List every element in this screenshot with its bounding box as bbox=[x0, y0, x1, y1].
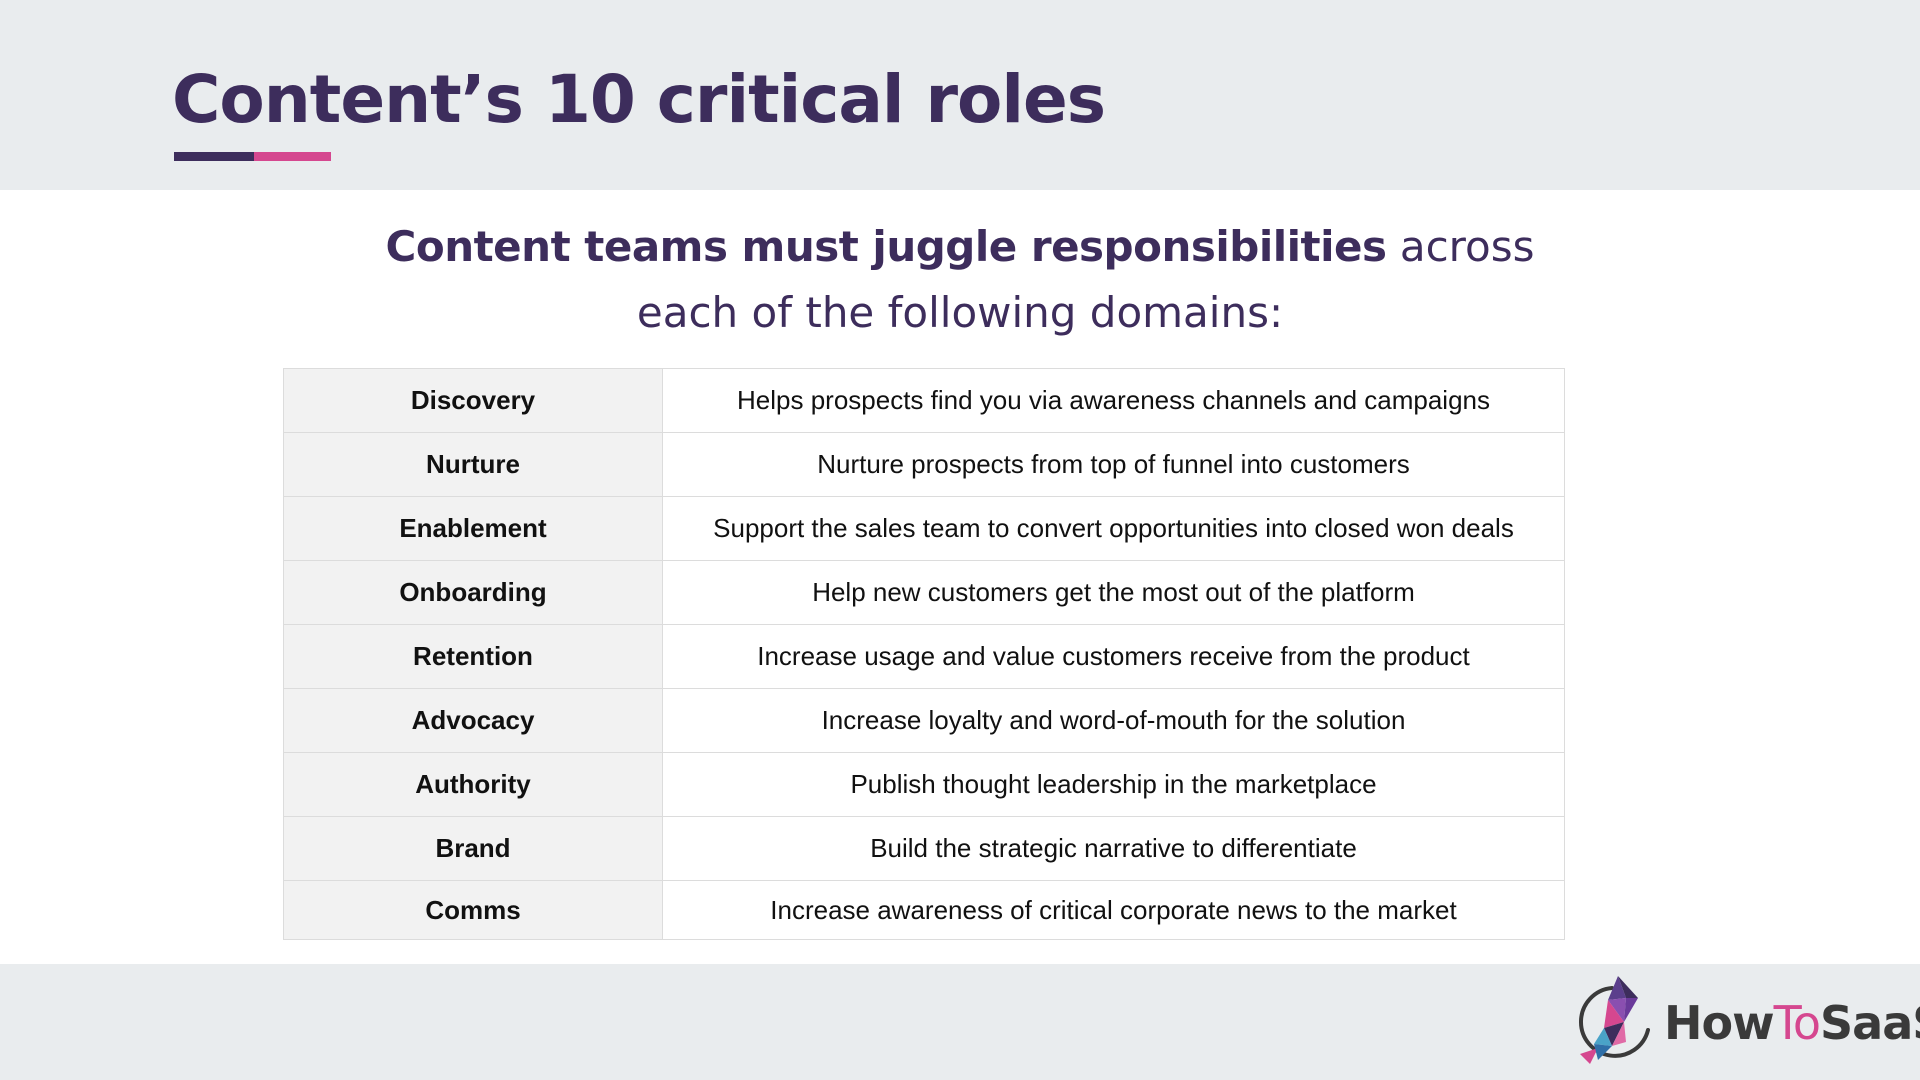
description-cell: Increase loyalty and word-of-mouth for t… bbox=[662, 688, 1565, 753]
logo-wordmark: HowToSaaS bbox=[1664, 996, 1920, 1050]
description-cell: Build the strategic narrative to differe… bbox=[662, 816, 1565, 881]
page-title: Content’s 10 critical roles bbox=[172, 61, 1106, 138]
subtitle: Content teams must juggle responsibiliti… bbox=[0, 214, 1920, 346]
logo-word-how: How bbox=[1664, 996, 1775, 1050]
footer-band bbox=[0, 964, 1920, 1080]
table-row: Authority Publish thought leadership in … bbox=[283, 752, 1565, 817]
rocket-arrow-logo-icon bbox=[1579, 976, 1650, 1064]
domain-cell: Authority bbox=[283, 752, 663, 817]
subtitle-line-1: Content teams must juggle responsibiliti… bbox=[0, 214, 1920, 280]
description-cell: Support the sales team to convert opport… bbox=[662, 496, 1565, 561]
howtosaas-logo: HowToSaaS bbox=[1568, 972, 1920, 1072]
table-row: Retention Increase usage and value custo… bbox=[283, 624, 1565, 689]
table-row: Onboarding Help new customers get the mo… bbox=[283, 560, 1565, 625]
domain-cell: Discovery bbox=[283, 368, 663, 433]
domain-cell: Nurture bbox=[283, 432, 663, 497]
domain-cell: Advocacy bbox=[283, 688, 663, 753]
table-row: Brand Build the strategic narrative to d… bbox=[283, 816, 1565, 881]
title-underline bbox=[174, 152, 331, 161]
subtitle-rest: across bbox=[1386, 222, 1535, 271]
underline-purple-segment bbox=[174, 152, 254, 161]
description-cell: Increase awareness of critical corporate… bbox=[662, 880, 1565, 940]
table-row: Nurture Nurture prospects from top of fu… bbox=[283, 432, 1565, 497]
description-cell: Helps prospects find you via awareness c… bbox=[662, 368, 1565, 433]
logo-word-saas: SaaS bbox=[1820, 996, 1920, 1050]
description-cell: Help new customers get the most out of t… bbox=[662, 560, 1565, 625]
domain-cell: Brand bbox=[283, 816, 663, 881]
subtitle-line-2: each of the following domains: bbox=[636, 288, 1284, 337]
table-row: Comms Increase awareness of critical cor… bbox=[283, 880, 1565, 940]
logo-word-to: To bbox=[1773, 996, 1821, 1050]
domain-cell: Enablement bbox=[283, 496, 663, 561]
table-row: Discovery Helps prospects find you via a… bbox=[283, 368, 1565, 433]
domain-cell: Comms bbox=[283, 880, 663, 940]
table-row: Advocacy Increase loyalty and word-of-mo… bbox=[283, 688, 1565, 753]
underline-pink-segment bbox=[254, 152, 331, 161]
domain-cell: Retention bbox=[283, 624, 663, 689]
description-cell: Increase usage and value customers recei… bbox=[662, 624, 1565, 689]
description-cell: Nurture prospects from top of funnel int… bbox=[662, 432, 1565, 497]
domains-table: Discovery Helps prospects find you via a… bbox=[283, 368, 1565, 940]
domain-cell: Onboarding bbox=[283, 560, 663, 625]
subtitle-bold: Content teams must juggle responsibiliti… bbox=[385, 222, 1387, 271]
table-row: Enablement Support the sales team to con… bbox=[283, 496, 1565, 561]
description-cell: Publish thought leadership in the market… bbox=[662, 752, 1565, 817]
